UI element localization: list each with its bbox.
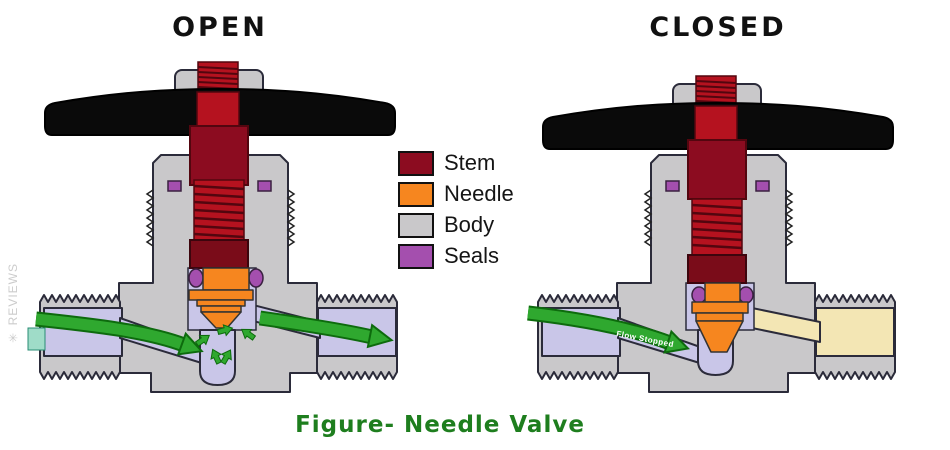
stem-seal-left: [691, 286, 707, 304]
flow-swirl-arrows: [194, 324, 257, 365]
packing-seal-right: [755, 180, 770, 192]
bonnet-thread-right: [286, 189, 296, 247]
packing-seal-left: [665, 180, 680, 192]
legend-item-needle: Needle: [398, 181, 514, 207]
stem-seal-left: [188, 268, 204, 288]
body-swatch: [398, 212, 434, 238]
legend-label: Needle: [444, 181, 514, 206]
legend-label: Seals: [444, 243, 500, 268]
legend-label: Stem: [444, 150, 496, 175]
bonnet-thread-left: [643, 189, 653, 247]
needle-shape: [188, 267, 254, 329]
outlet-bore-blocked: [815, 307, 895, 357]
reviews-watermark: ✳ REVIEWS: [6, 263, 20, 345]
stem-swatch: [398, 150, 434, 176]
closed-title: CLOSED: [649, 12, 787, 43]
stem-shape: [687, 139, 747, 284]
legend-label: Body: [444, 212, 495, 237]
needle-swatch: [398, 181, 434, 207]
flow-arrows: [27, 310, 394, 365]
legend-item-seals: Seals: [398, 243, 514, 269]
legend-item-stem: Stem: [398, 150, 514, 176]
bonnet-thread-right: [784, 189, 794, 247]
closed-valve-diagram: Flow Stopped: [527, 75, 896, 393]
legend: Stem Needle Body Seals: [398, 150, 514, 274]
legend-item-body: Body: [398, 212, 514, 238]
open-valve-diagram: [27, 61, 398, 393]
packing-seal-right: [257, 180, 272, 192]
bonnet-thread-left: [145, 189, 155, 247]
packing-seal-left: [167, 180, 182, 192]
stem-seal-right: [248, 268, 264, 288]
inlet-marker: [27, 327, 46, 351]
figure-caption: Figure- Needle Valve: [295, 412, 585, 438]
open-title: OPEN: [172, 12, 268, 43]
stem-seal-right: [738, 286, 754, 304]
seals-swatch: [398, 243, 434, 269]
needle-shape: [691, 282, 749, 353]
stem-shape: [189, 125, 249, 269]
